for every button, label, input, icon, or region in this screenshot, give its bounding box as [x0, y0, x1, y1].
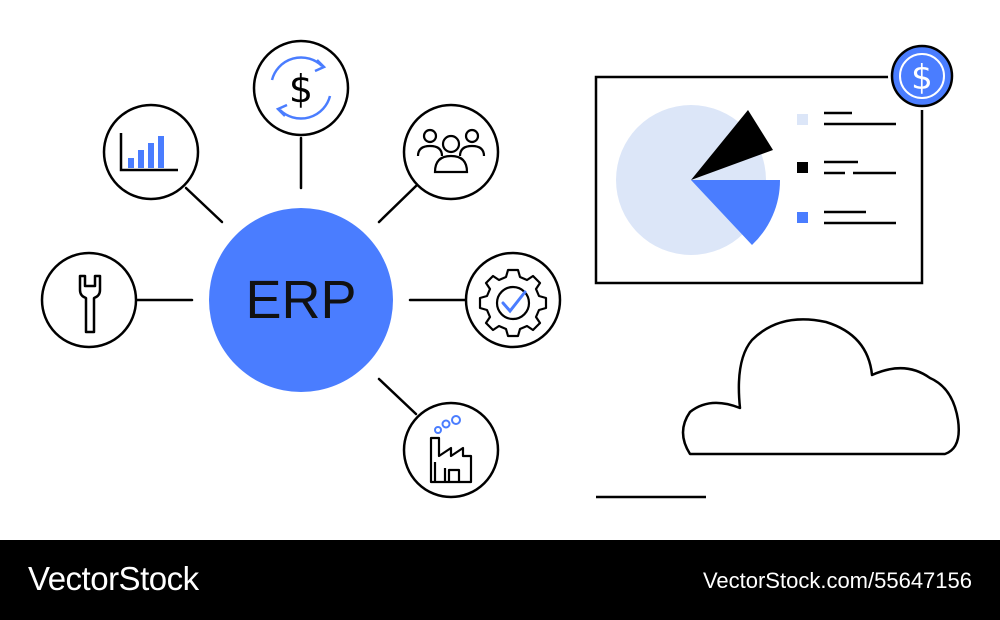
- legend-swatch-black: [797, 162, 808, 173]
- team-icon: [402, 103, 500, 201]
- dollar-icon: $: [888, 42, 956, 110]
- legend: [797, 111, 896, 225]
- wrench-icon: [40, 251, 138, 349]
- pie-slice-blue: [691, 180, 781, 245]
- legend-swatch-light: [797, 114, 808, 125]
- connector-factory: [377, 377, 418, 416]
- bar-chart-icon: [102, 103, 200, 201]
- erp-label: ERP: [245, 270, 356, 330]
- pie-slice-black: [691, 110, 773, 180]
- svg-text:$: $: [289, 67, 313, 111]
- factory-icon: [402, 401, 500, 499]
- cloud-icon: [681, 318, 960, 456]
- gear-check-icon: [464, 251, 562, 349]
- footer-bar: VectorStock VectorStock.com/55647156: [0, 540, 1000, 620]
- connector-team: [377, 184, 418, 224]
- erp-illustration: ERP $: [40, 39, 960, 499]
- connector-chart: [184, 186, 224, 224]
- footer-brand: VectorStock: [28, 560, 199, 597]
- footer-url: VectorStock.com/55647156: [702, 568, 972, 593]
- svg-text:$: $: [911, 58, 933, 98]
- erp-hub: [209, 208, 393, 392]
- legend-swatch-blue: [797, 212, 808, 223]
- pie-chart: [616, 105, 781, 255]
- dollar-cycle-icon: $: [252, 39, 350, 137]
